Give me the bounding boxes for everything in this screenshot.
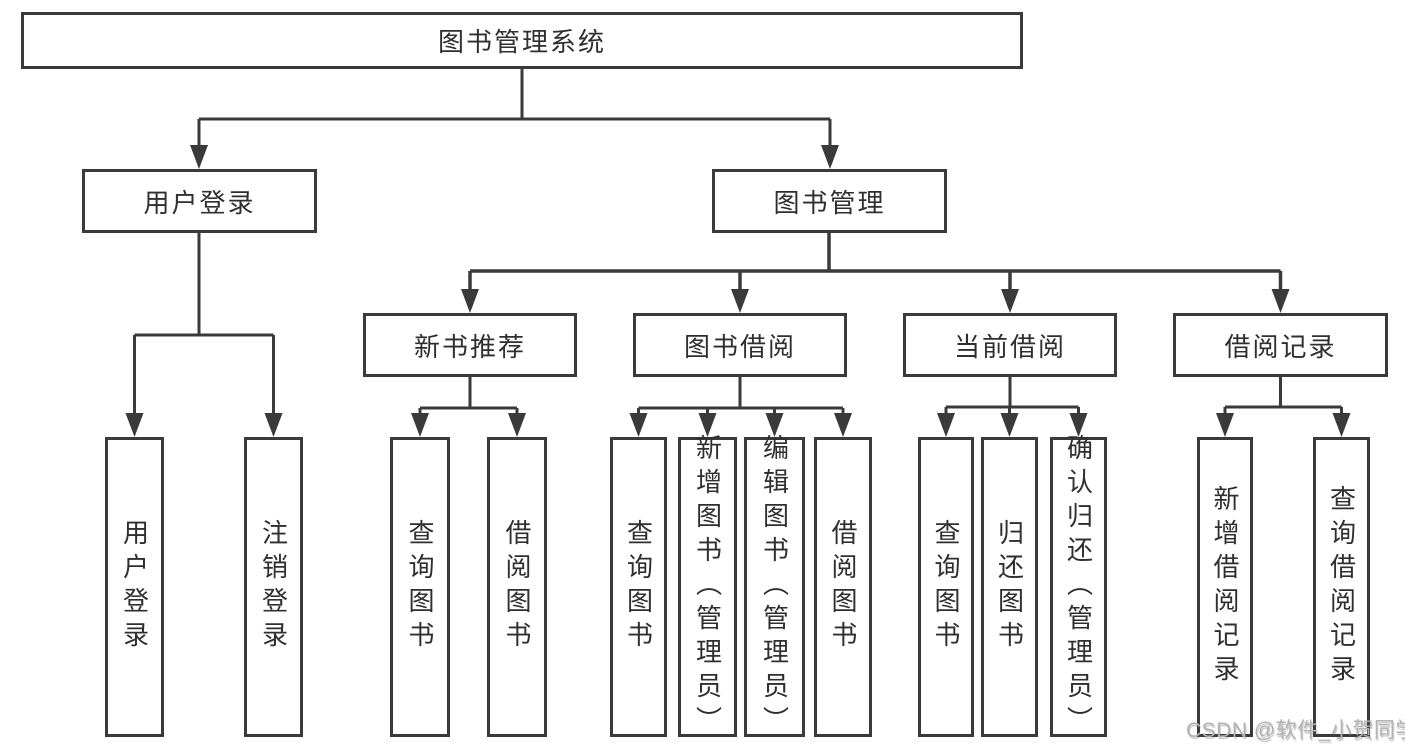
arrowhead bbox=[698, 413, 717, 437]
node-current-borrow: 当前借阅 bbox=[903, 313, 1117, 377]
node-label: 确认归还（管理员） bbox=[1063, 434, 1094, 740]
node-label: 查询图书 bbox=[405, 519, 435, 655]
leaf-newbook-query-books: 查询图书 bbox=[390, 437, 450, 737]
node-label: 用户登录 bbox=[119, 519, 150, 655]
connector-newbook-to-leaves bbox=[418, 377, 519, 419]
arrowhead bbox=[629, 413, 648, 437]
arrowhead bbox=[1332, 413, 1351, 437]
node-label: 借阅图书 bbox=[502, 519, 532, 655]
arrowhead bbox=[937, 413, 955, 437]
leaf-newbook-borrow-books: 借阅图书 bbox=[487, 437, 547, 737]
node-label: 查询图书 bbox=[931, 519, 961, 655]
arrowheads bbox=[125, 145, 1351, 437]
arrowhead bbox=[765, 413, 784, 437]
arrowhead bbox=[834, 413, 852, 437]
arrowhead bbox=[508, 413, 526, 437]
leaf-record-add: 新增借阅记录 bbox=[1197, 437, 1253, 737]
node-label: 查询借阅记录 bbox=[1326, 485, 1357, 689]
leaf-user-login: 用户登录 bbox=[105, 437, 164, 737]
csdn-watermark: CSDN @软件_小贺同学 bbox=[1186, 719, 1405, 742]
arrowhead bbox=[1216, 413, 1234, 437]
connector-userlogin-to-leaves bbox=[133, 233, 275, 419]
node-label: 归还图书 bbox=[994, 519, 1025, 655]
arrowhead bbox=[264, 413, 283, 437]
node-label: 查询图书 bbox=[623, 519, 654, 655]
leaf-logout: 注销登录 bbox=[244, 437, 303, 737]
node-system-root: 图书管理系统 bbox=[21, 12, 1023, 69]
connector-currentborrow-to-leaves bbox=[944, 377, 1080, 419]
leaf-borrow-add-books-admin: 新增图书（管理员） bbox=[678, 434, 737, 740]
node-label: 新增图书（管理员） bbox=[692, 434, 723, 740]
node-label: 借阅图书 bbox=[828, 519, 858, 655]
leaf-current-return-books: 归还图书 bbox=[981, 437, 1038, 737]
arrowhead bbox=[411, 413, 429, 437]
connector-bookmgmt-to-level3 bbox=[468, 233, 1283, 295]
node-user-login: 用户登录 bbox=[82, 169, 317, 233]
node-book-management: 图书管理 bbox=[712, 169, 947, 233]
leaf-borrow-query-books: 查询图书 bbox=[610, 437, 667, 737]
leaf-current-query-books: 查询图书 bbox=[918, 437, 974, 737]
leaf-current-confirm-return-admin: 确认归还（管理员） bbox=[1050, 434, 1107, 740]
node-label: 借阅记录 bbox=[1224, 331, 1337, 362]
arrowhead bbox=[1069, 413, 1088, 437]
node-label: 当前借阅 bbox=[953, 331, 1066, 362]
arrowhead bbox=[1001, 289, 1019, 313]
connector-borrowrecord-to-leaves bbox=[1223, 377, 1343, 419]
arrowhead bbox=[190, 145, 208, 169]
arrowhead bbox=[125, 413, 144, 437]
connector-root-to-level2 bbox=[197, 69, 832, 151]
arrowhead bbox=[731, 289, 749, 313]
node-label: 编辑图书（管理员） bbox=[759, 434, 790, 740]
node-label: 新书推荐 bbox=[413, 331, 526, 362]
arrowhead bbox=[1271, 289, 1290, 313]
leaf-record-query: 查询借阅记录 bbox=[1313, 437, 1370, 737]
arrowhead bbox=[821, 145, 839, 169]
arrowhead bbox=[461, 289, 479, 313]
node-new-book-recommend: 新书推荐 bbox=[363, 313, 577, 377]
node-label: 图书管理 bbox=[773, 187, 886, 218]
node-label: 新增借阅记录 bbox=[1210, 485, 1240, 689]
node-book-borrow: 图书借阅 bbox=[633, 313, 847, 377]
arrowhead bbox=[1000, 413, 1019, 437]
node-label: 图书管理系统 bbox=[437, 27, 606, 57]
node-label: 图书借阅 bbox=[683, 331, 796, 362]
node-label: 注销登录 bbox=[258, 519, 289, 655]
leaf-borrow-edit-books-admin: 编辑图书（管理员） bbox=[744, 434, 805, 740]
node-borrow-records: 借阅记录 bbox=[1173, 313, 1388, 377]
connector-bookborrow-to-leaves bbox=[637, 377, 845, 419]
node-label: 用户登录 bbox=[143, 187, 256, 218]
leaf-borrow-borrow-books: 借阅图书 bbox=[814, 437, 872, 737]
